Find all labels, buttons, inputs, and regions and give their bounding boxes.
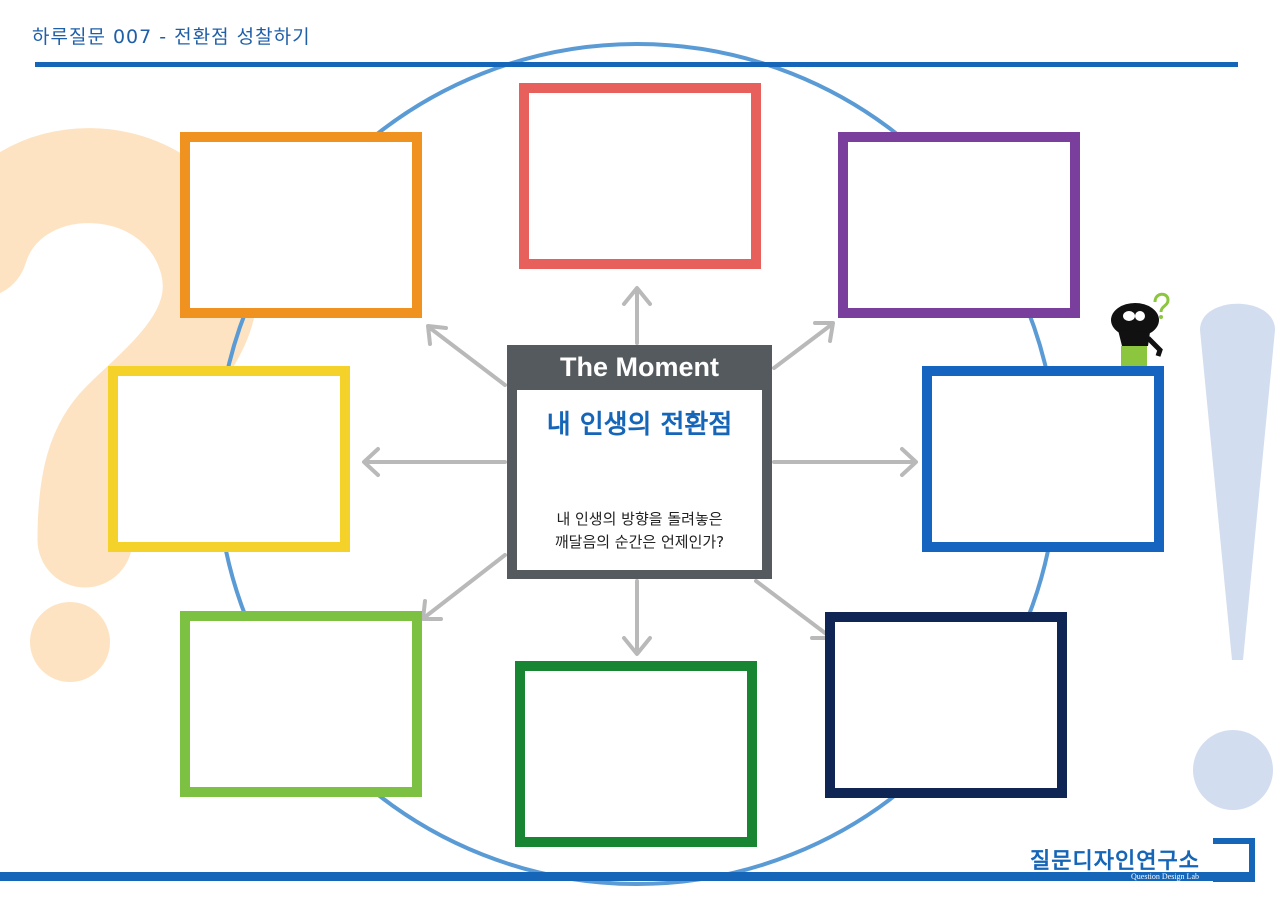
page-title: 하루질문 007 - 전환점 성찰하기 [32,22,311,49]
brand-name: 질문디자인연구소 [1030,843,1200,875]
thinking-character-icon [1111,294,1168,366]
arrow-icon [774,449,916,475]
center-card-header: The Moment [507,345,772,390]
reflection-box-left[interactable] [108,366,350,552]
question-line-2: 깨달음의 순간은 언제인가? [517,531,762,554]
arrow-icon [624,581,650,654]
reflection-box-right[interactable] [922,366,1164,552]
arrow-icon [423,555,505,619]
arrow-icon [428,326,505,385]
top-divider [35,62,1238,67]
reflection-box-top[interactable] [519,83,761,269]
reflection-box-top-left[interactable] [180,132,422,318]
reflection-box-bottom-right[interactable] [825,612,1067,798]
center-card-body: 내 인생의 전환점 내 인생의 방향을 돌려놓은 깨달음의 순간은 언제인가? [517,390,762,570]
exclamation-mark-icon [1193,304,1275,810]
reflection-box-bottom[interactable] [515,661,757,847]
reflection-box-top-right[interactable] [838,132,1080,318]
reflection-box-bottom-left[interactable] [180,611,422,797]
arrow-icon [756,581,831,638]
arrow-icon [624,288,650,343]
arrow-icon [364,449,505,475]
brand-subtitle: Question Design Lab [1131,872,1251,881]
center-card-question: 내 인생의 방향을 돌려놓은 깨달음의 순간은 언제인가? [517,508,762,554]
question-line-1: 내 인생의 방향을 돌려놓은 [517,508,762,531]
center-card-heading: 내 인생의 전환점 [517,404,762,441]
arrow-icon [774,323,833,368]
center-card: The Moment 내 인생의 전환점 내 인생의 방향을 돌려놓은 깨달음의… [507,345,772,579]
